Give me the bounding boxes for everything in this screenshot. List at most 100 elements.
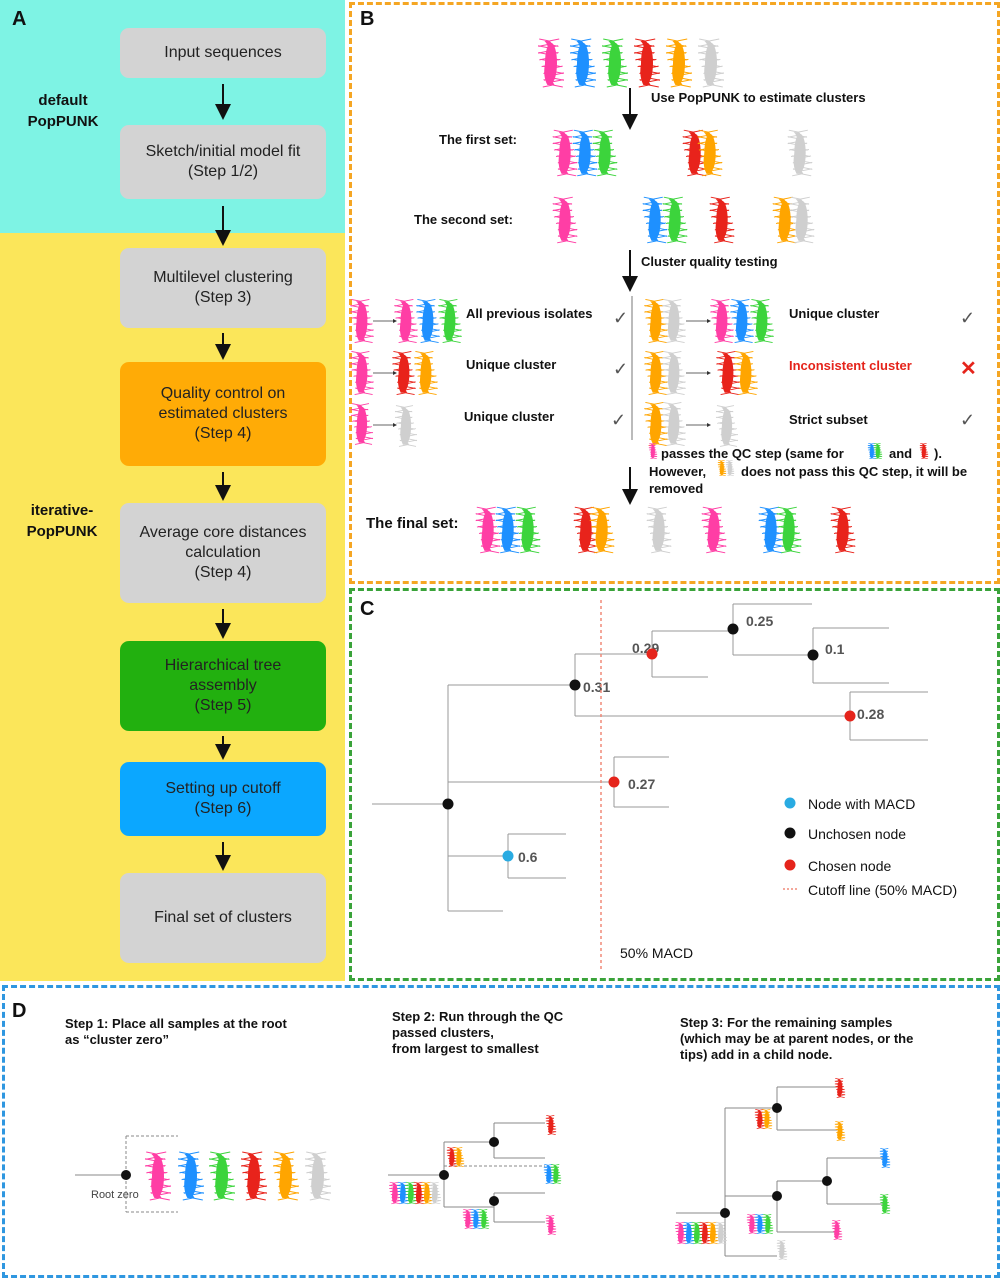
legend-chosen-dot [784, 859, 796, 871]
node-value: 0.25 [746, 613, 774, 629]
bacterium-icon [405, 1181, 417, 1205]
bacterium-icon [879, 1194, 891, 1214]
unchosen-node [727, 623, 739, 635]
bacterium-icon [754, 1214, 766, 1234]
bacterium-icon [873, 442, 883, 460]
panel-a-arrows [215, 84, 231, 871]
bacterium-icon [761, 1109, 773, 1129]
bacterium-icon [715, 1221, 727, 1245]
box-label: Final set of clusters [154, 909, 292, 926]
average-core-distances-box: Average core distances calculation (Step… [120, 503, 326, 603]
bacterium-icon [715, 405, 739, 447]
bacterium-icon [716, 350, 740, 396]
bacterium-icon [392, 350, 416, 396]
bacterium-icon [414, 350, 438, 396]
box-label: Quality control on estimated clusters (S… [158, 385, 288, 442]
box-label: Hierarchical tree assembly (Step 5) [164, 657, 282, 714]
check-icon: ✓ [960, 410, 976, 430]
estimate-clusters-label: Use PopPUNK to estimate clusters [651, 90, 866, 105]
hierarchical-tree-box: Hierarchical tree assembly (Step 5) [120, 641, 326, 731]
left-result-1: All previous isolates [466, 306, 593, 321]
step1-text: Step 1: Place all samples at the root as… [65, 1016, 287, 1047]
box-label: Average core distances calculation (Step… [139, 524, 307, 581]
panel-a-letter: A [12, 8, 27, 30]
chosen-node [646, 648, 658, 660]
qc-note-1a: passes the QC step (same for [661, 446, 844, 461]
legend-chosen: Chosen node [808, 858, 892, 874]
bacterium-icon [589, 506, 615, 554]
tree-branch [493, 1122, 545, 1159]
bacterium-icon [633, 38, 661, 88]
qc-note-2a: However, [649, 464, 707, 479]
right-result-2: Inconsistent cluster [789, 358, 912, 373]
bacterium-icon [592, 129, 618, 177]
bacterium-icon [648, 442, 658, 460]
legend-macd: Node with MACD [808, 796, 916, 812]
bacterium-icon [734, 350, 758, 396]
bacterium-icon [304, 1151, 332, 1201]
box-label: Input sequences [164, 44, 282, 61]
unchosen-node [807, 649, 819, 661]
check-icon: ✓ [613, 308, 629, 328]
panel-c-border [349, 588, 1000, 981]
tree-node [439, 1170, 449, 1180]
bacterium-icon [919, 442, 929, 460]
check-icon: ✓ [613, 359, 629, 379]
bacterium-icon [240, 1151, 268, 1201]
input-sequences-box: Input sequences [120, 28, 326, 78]
bacterium-icon [691, 1221, 703, 1245]
bacterium-icon [754, 1109, 766, 1129]
right-result-3: Strict subset [789, 412, 868, 427]
bacterium-icon [413, 1181, 425, 1205]
bacterium-icon [552, 129, 578, 177]
tree-branch [725, 1180, 837, 1233]
panel-d-letter: D [12, 1000, 27, 1022]
left-result-2: Unique cluster [466, 357, 557, 372]
bacterium-icon [662, 401, 686, 447]
node-value: 0.6 [518, 849, 538, 865]
final-clusters-box: Final set of clusters [120, 873, 326, 963]
root-node [442, 798, 454, 810]
bacterium-icon [272, 1151, 300, 1201]
bacterium-icon [537, 38, 565, 88]
second-set-label: The second set: [414, 212, 513, 227]
bacterium-icon [725, 459, 735, 477]
bacterium-icon [572, 129, 598, 177]
bacterium-icon [601, 38, 629, 88]
legend-unchosen: Unchosen node [808, 826, 907, 842]
bacterium-icon [429, 1181, 441, 1205]
multilevel-clustering-box: Multilevel clustering (Step 3) [120, 248, 326, 328]
iterative-poppunk-label: iterative- PopPUNK [26, 502, 98, 540]
bacterium-icon [642, 196, 668, 244]
root-node [121, 1170, 131, 1180]
bacterium-icon [394, 298, 418, 344]
bacterium-icon [710, 298, 734, 344]
sketch-model-fit-box: Sketch/initial model fit (Step 1/2) [120, 125, 326, 199]
tree-branch [826, 1157, 885, 1205]
bacterium-icon [662, 350, 686, 396]
panel-b-border [349, 2, 1000, 584]
box-label: Setting up cutoff (Step 6) [165, 780, 281, 817]
bacterium-icon [730, 298, 754, 344]
qc-note-3: removed [649, 481, 704, 496]
final-set-label: The final set: [366, 515, 459, 532]
step3-text: Step 3: For the remaining samples (which… [680, 1015, 914, 1062]
bacterium-icon [762, 1214, 774, 1234]
bacterium-icon [552, 196, 578, 244]
step2-text: Step 2: Run through the QC passed cluste… [392, 1009, 564, 1056]
panel-d-border [2, 985, 1000, 1278]
bacterium-icon [515, 506, 541, 554]
right-result-1: Unique cluster [789, 306, 880, 321]
legend-unchosen-dot [784, 827, 796, 839]
bacterium-icon [750, 298, 774, 344]
bacterium-icon [834, 1078, 846, 1098]
macd-node [502, 850, 514, 862]
bacterium-icon [665, 38, 693, 88]
tree-branch [126, 1135, 178, 1213]
box-label: Sketch/initial model fit (Step 1/2) [145, 143, 301, 180]
bacterium-icon [462, 1209, 474, 1229]
node-value: 0.31 [583, 679, 611, 695]
cluster-quality-label: Cluster quality testing [641, 254, 778, 269]
tree-node [772, 1103, 782, 1113]
